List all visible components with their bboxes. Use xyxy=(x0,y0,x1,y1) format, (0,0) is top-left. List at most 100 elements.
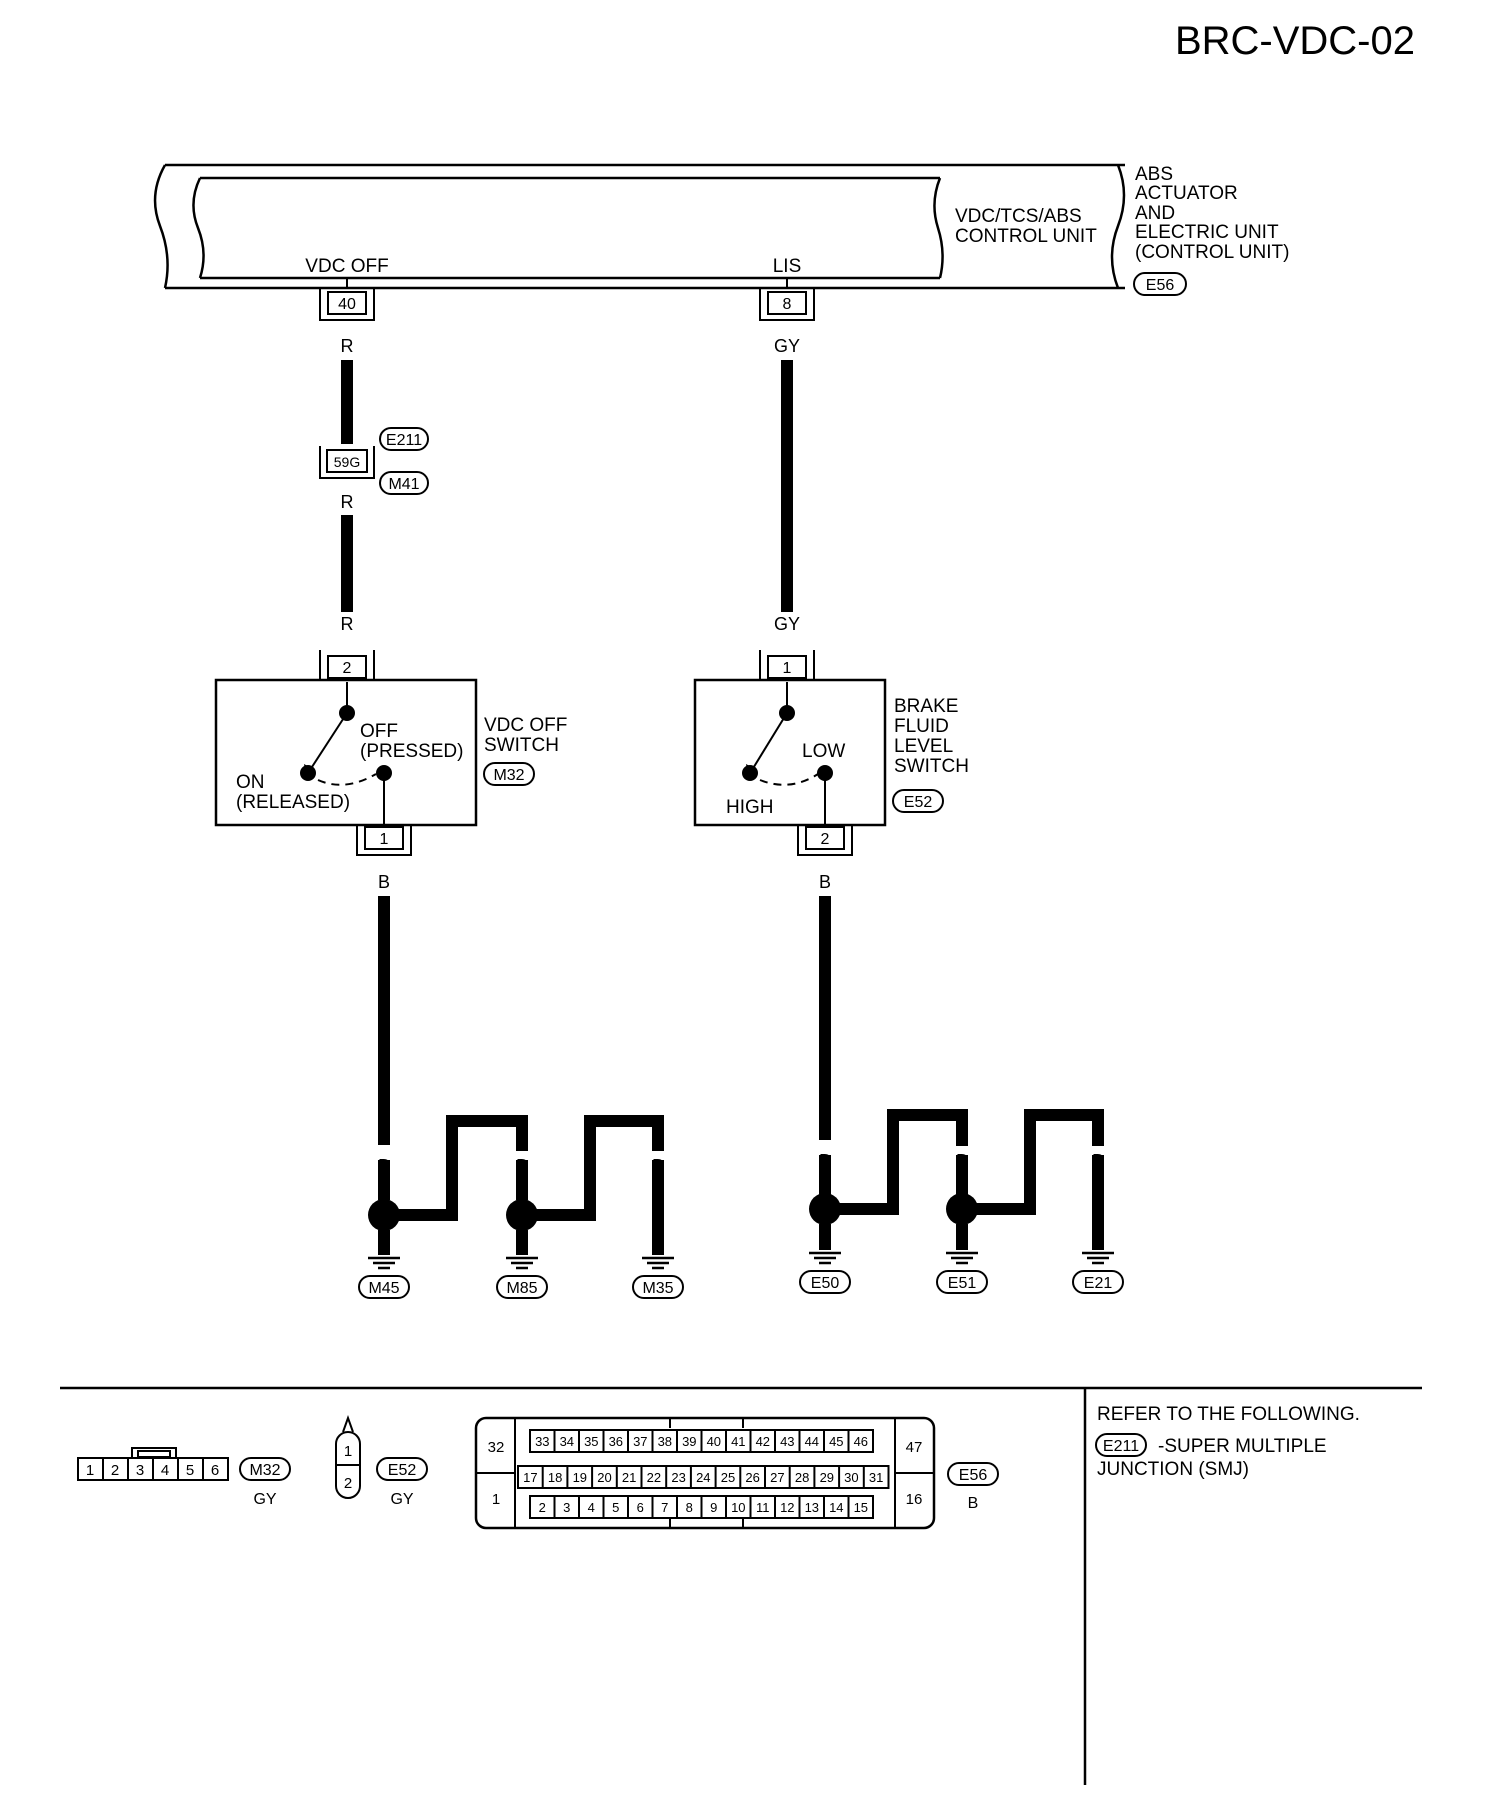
e56-cavity: 19 xyxy=(573,1470,587,1485)
state-on-line2: (RELEASED) xyxy=(236,792,350,813)
svg-text:E21: E21 xyxy=(1084,1275,1113,1292)
svg-text:2: 2 xyxy=(343,660,352,677)
e56-cavity: 25 xyxy=(721,1470,735,1485)
e56-cavity: 4 xyxy=(588,1500,595,1515)
m32-cavity: 3 xyxy=(136,1462,144,1479)
svg-text:2: 2 xyxy=(821,831,830,848)
svg-text:59G: 59G xyxy=(334,454,360,470)
inner-unit-name-line2: CONTROL UNIT xyxy=(955,226,1097,247)
svg-text:1: 1 xyxy=(380,831,389,848)
state-on-line1: ON xyxy=(236,772,265,793)
svg-text:E52: E52 xyxy=(904,794,933,811)
outer-unit-name-line1: ABS xyxy=(1135,164,1173,185)
junction-59g: 59G xyxy=(319,446,375,479)
ground-symbol-e51: E51 xyxy=(936,1251,988,1294)
ground-symbol-e50: E50 xyxy=(799,1251,851,1294)
outer-unit-name-line5: (CONTROL UNIT) xyxy=(1135,242,1289,263)
terminal-label-lis: LIS xyxy=(773,256,802,277)
e56-cavity: 45 xyxy=(829,1434,843,1449)
ground-wire-label: B xyxy=(956,1151,968,1171)
wire-color-r-upper: R xyxy=(341,336,354,356)
e56-corner: 47 xyxy=(906,1439,923,1456)
ground-splice-dot xyxy=(506,1199,538,1231)
e56-cavity: 12 xyxy=(780,1500,794,1515)
m32-cavity: 4 xyxy=(161,1462,169,1479)
svg-text:E211: E211 xyxy=(386,432,422,449)
m32-cavity: 1 xyxy=(86,1462,94,1479)
e56-corner: 1 xyxy=(492,1491,500,1508)
reference-text-line2: JUNCTION (SMJ) xyxy=(1097,1459,1249,1480)
connector-badge-e211-ref: E211 xyxy=(1095,1433,1147,1457)
e56-cavity: 34 xyxy=(560,1434,574,1449)
svg-text:M45: M45 xyxy=(368,1280,399,1297)
e56-cavity: 6 xyxy=(637,1500,644,1515)
wire-color-b-right: B xyxy=(819,872,831,892)
e56-cavity: 22 xyxy=(647,1470,661,1485)
state-low: LOW xyxy=(802,741,845,762)
e56-cavity: 5 xyxy=(612,1500,619,1515)
left-ground-network xyxy=(368,1115,664,1255)
e56-cavity: 42 xyxy=(756,1434,770,1449)
terminal-2-m32: 2 xyxy=(319,650,375,681)
e56-cavity: 27 xyxy=(770,1470,784,1485)
connector-badge-m32: M32 xyxy=(483,762,535,786)
e56-cavity: 15 xyxy=(854,1500,868,1515)
brake-switch-name-line3: LEVEL xyxy=(894,736,953,757)
ground-wire-label: B xyxy=(584,1156,596,1176)
ground-symbol-m35: M35 xyxy=(632,1256,684,1299)
svg-text:E50: E50 xyxy=(811,1275,840,1292)
e56-cavity: 2 xyxy=(539,1500,546,1515)
wire-color-b-left: B xyxy=(378,872,390,892)
e56-cavity: 31 xyxy=(869,1470,883,1485)
right-ground-network xyxy=(809,1109,1104,1250)
ground-wire-label: B xyxy=(516,1156,528,1176)
svg-text:40: 40 xyxy=(338,296,356,313)
terminal-1-m32: 1 xyxy=(356,825,412,856)
connector-view-e52: 1 2 E52 GY xyxy=(335,1415,428,1508)
outer-unit-name-line2: ACTUATOR xyxy=(1135,183,1238,204)
e56-cavity: 8 xyxy=(686,1500,693,1515)
state-off-line1: OFF xyxy=(360,721,398,742)
m32-cavity: 6 xyxy=(211,1462,219,1479)
svg-text:8: 8 xyxy=(783,296,792,313)
e56-cavity: 26 xyxy=(745,1470,759,1485)
vdc-off-switch-name-line2: SWITCH xyxy=(484,735,559,756)
svg-text:M41: M41 xyxy=(388,476,419,493)
svg-text:M35: M35 xyxy=(642,1280,673,1297)
e56-cavity: 39 xyxy=(682,1434,696,1449)
state-high: HIGH xyxy=(726,797,774,818)
state-off-line2: (PRESSED) xyxy=(360,741,463,762)
ground-symbol-e21: E21 xyxy=(1072,1251,1124,1294)
connector-badge-e56: E56 xyxy=(1133,272,1187,296)
ground-splice-dot xyxy=(946,1193,978,1225)
terminal-1-e52: 1 xyxy=(759,650,815,681)
ground-wire-label: B xyxy=(446,1156,458,1176)
e56-cavity: 33 xyxy=(535,1434,549,1449)
ground-wire-label: B xyxy=(887,1151,899,1171)
ground-symbol-m85: M85 xyxy=(496,1256,548,1299)
terminal-label-vdc-off: VDC OFF xyxy=(305,256,388,277)
terminal-2-e52: 2 xyxy=(797,825,853,856)
e56-cavity: 10 xyxy=(731,1500,745,1515)
e56-cavity: 28 xyxy=(795,1470,809,1485)
terminal-8: 8 xyxy=(759,288,815,321)
svg-text:M85: M85 xyxy=(506,1280,537,1297)
e56-cavity: 11 xyxy=(756,1500,770,1515)
e56-cavity: 37 xyxy=(633,1434,647,1449)
outer-unit-name-line4: ELECTRIC UNIT xyxy=(1135,222,1279,243)
connector-view-m32: 1 2 3 4 5 6 M32 GY xyxy=(77,1447,291,1508)
e52-color: GY xyxy=(390,1491,413,1508)
ground-wire-label: B xyxy=(1092,1151,1104,1171)
inner-unit-name-line1: VDC/TCS/ABS xyxy=(955,206,1082,227)
connector-badge-e52: E52 xyxy=(892,789,944,813)
e56-cavity: 18 xyxy=(548,1470,562,1485)
control-unit-inner-box xyxy=(192,176,944,280)
abs-actuator-unit: VDC/TCS/ABS CONTROL UNIT ABS ACTUATOR AN… xyxy=(153,163,1289,296)
wire-color-gy-upper: GY xyxy=(774,336,800,356)
wire-color-gy-switch: GY xyxy=(774,614,800,634)
brake-switch-name-line2: FLUID xyxy=(894,716,949,737)
svg-text:E56: E56 xyxy=(959,1467,988,1484)
